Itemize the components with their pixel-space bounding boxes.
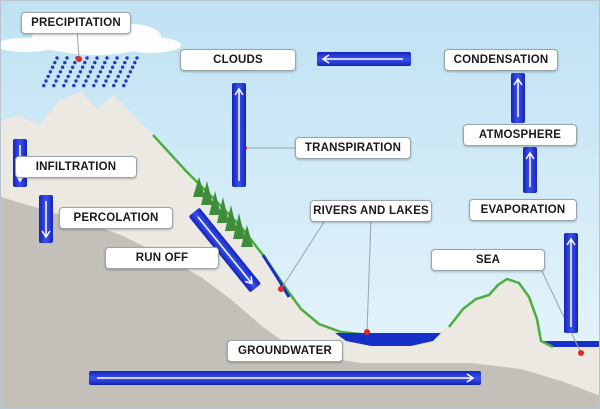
rain-drop	[52, 83, 56, 88]
arrow-percolation	[39, 195, 53, 243]
rain-drop	[86, 74, 90, 79]
rain-drop	[68, 70, 73, 74]
rain-drop	[105, 56, 109, 60]
rain-drop	[48, 70, 53, 74]
rain-drop	[42, 83, 46, 88]
rain-drop	[60, 65, 65, 69]
rain-drop	[100, 65, 105, 69]
rain-drop	[114, 79, 118, 83]
rain-drop	[83, 60, 87, 65]
arrow-sea-evaporation	[564, 233, 578, 333]
arrow-evaporation-to-atmosphere	[523, 147, 537, 193]
rain-drop	[78, 70, 83, 74]
rain-drop	[98, 70, 103, 74]
label-rivers-and-lakes: RIVERS AND LAKES	[310, 200, 432, 222]
rain-drop	[62, 83, 66, 88]
arrow-condensation-to-clouds	[317, 52, 411, 66]
rain-drop	[66, 74, 70, 79]
rain-drop	[116, 74, 120, 79]
rain-drop	[95, 56, 99, 60]
rain-drop	[102, 83, 106, 88]
rain-drop	[44, 79, 48, 83]
rain-drop	[85, 56, 89, 60]
label-infiltration: INFILTRATION	[15, 156, 137, 178]
rain-drop	[88, 70, 93, 74]
rain-drop	[135, 56, 139, 60]
rain-drop	[72, 83, 76, 88]
rain-drop	[128, 70, 133, 74]
rain-drop	[90, 65, 95, 69]
arrow-atmosphere-to-condensation	[511, 73, 525, 123]
river-stream	[261, 254, 291, 298]
rain-drop	[110, 65, 115, 69]
label-atmosphere: ATMOSPHERE	[463, 124, 577, 146]
rain-drop	[124, 79, 128, 83]
rain-drop	[70, 65, 75, 69]
rain-drop	[115, 56, 119, 60]
rain-drop	[74, 79, 78, 83]
rain-drop	[50, 65, 55, 69]
rain-drop	[76, 74, 80, 79]
rain-drop	[80, 65, 85, 69]
label-condensation: CONDENSATION	[444, 49, 558, 71]
rain-drop	[112, 83, 116, 88]
rain-drop	[93, 60, 97, 65]
label-transpiration: TRANSPIRATION	[295, 137, 411, 159]
label-run-off: RUN OFF	[105, 247, 219, 269]
rain-drop	[106, 74, 110, 79]
rain-drop	[96, 74, 100, 79]
rain-drop	[103, 60, 107, 65]
arrow-run-off	[189, 208, 261, 292]
rain-drop	[56, 74, 60, 79]
rain-drop	[113, 60, 117, 65]
label-sea: SEA	[431, 249, 545, 271]
rain-drop	[118, 70, 123, 74]
arrow-transpiration	[232, 83, 246, 187]
rain-drop	[54, 79, 58, 83]
rain-drop	[92, 83, 96, 88]
label-precipitation: PRECIPITATION	[21, 12, 131, 34]
rain-drop	[125, 56, 129, 60]
precipitation-drops	[42, 56, 139, 88]
pointer-lines	[76, 28, 582, 354]
rain-drop	[120, 65, 125, 69]
rain-drop	[133, 60, 137, 65]
forest	[193, 177, 253, 247]
rain-drop	[63, 60, 67, 65]
rain-drop	[94, 79, 98, 83]
label-evaporation: EVAPORATION	[469, 199, 577, 221]
rain-drop	[126, 74, 130, 79]
rain-drop	[82, 83, 86, 88]
rain-drop	[58, 70, 63, 74]
label-percolation: PERCOLATION	[59, 207, 173, 229]
rain-drop	[53, 60, 57, 65]
rain-drop	[84, 79, 88, 83]
rain-drop	[122, 83, 126, 88]
rain-drop	[55, 56, 59, 60]
rain-drop	[65, 56, 69, 60]
arrow-groundwater	[89, 371, 481, 385]
rain-drop	[123, 60, 127, 65]
label-clouds: CLOUDS	[180, 49, 296, 71]
rain-drop	[46, 74, 50, 79]
label-groundwater: GROUNDWATER	[227, 340, 343, 362]
hill-grass-line	[448, 277, 554, 349]
rain-drop	[108, 70, 113, 74]
lake	[335, 333, 441, 346]
rain-drop	[64, 79, 68, 83]
rain-drop	[130, 65, 135, 69]
rain-drop	[104, 79, 108, 83]
rain-drop	[73, 60, 77, 65]
